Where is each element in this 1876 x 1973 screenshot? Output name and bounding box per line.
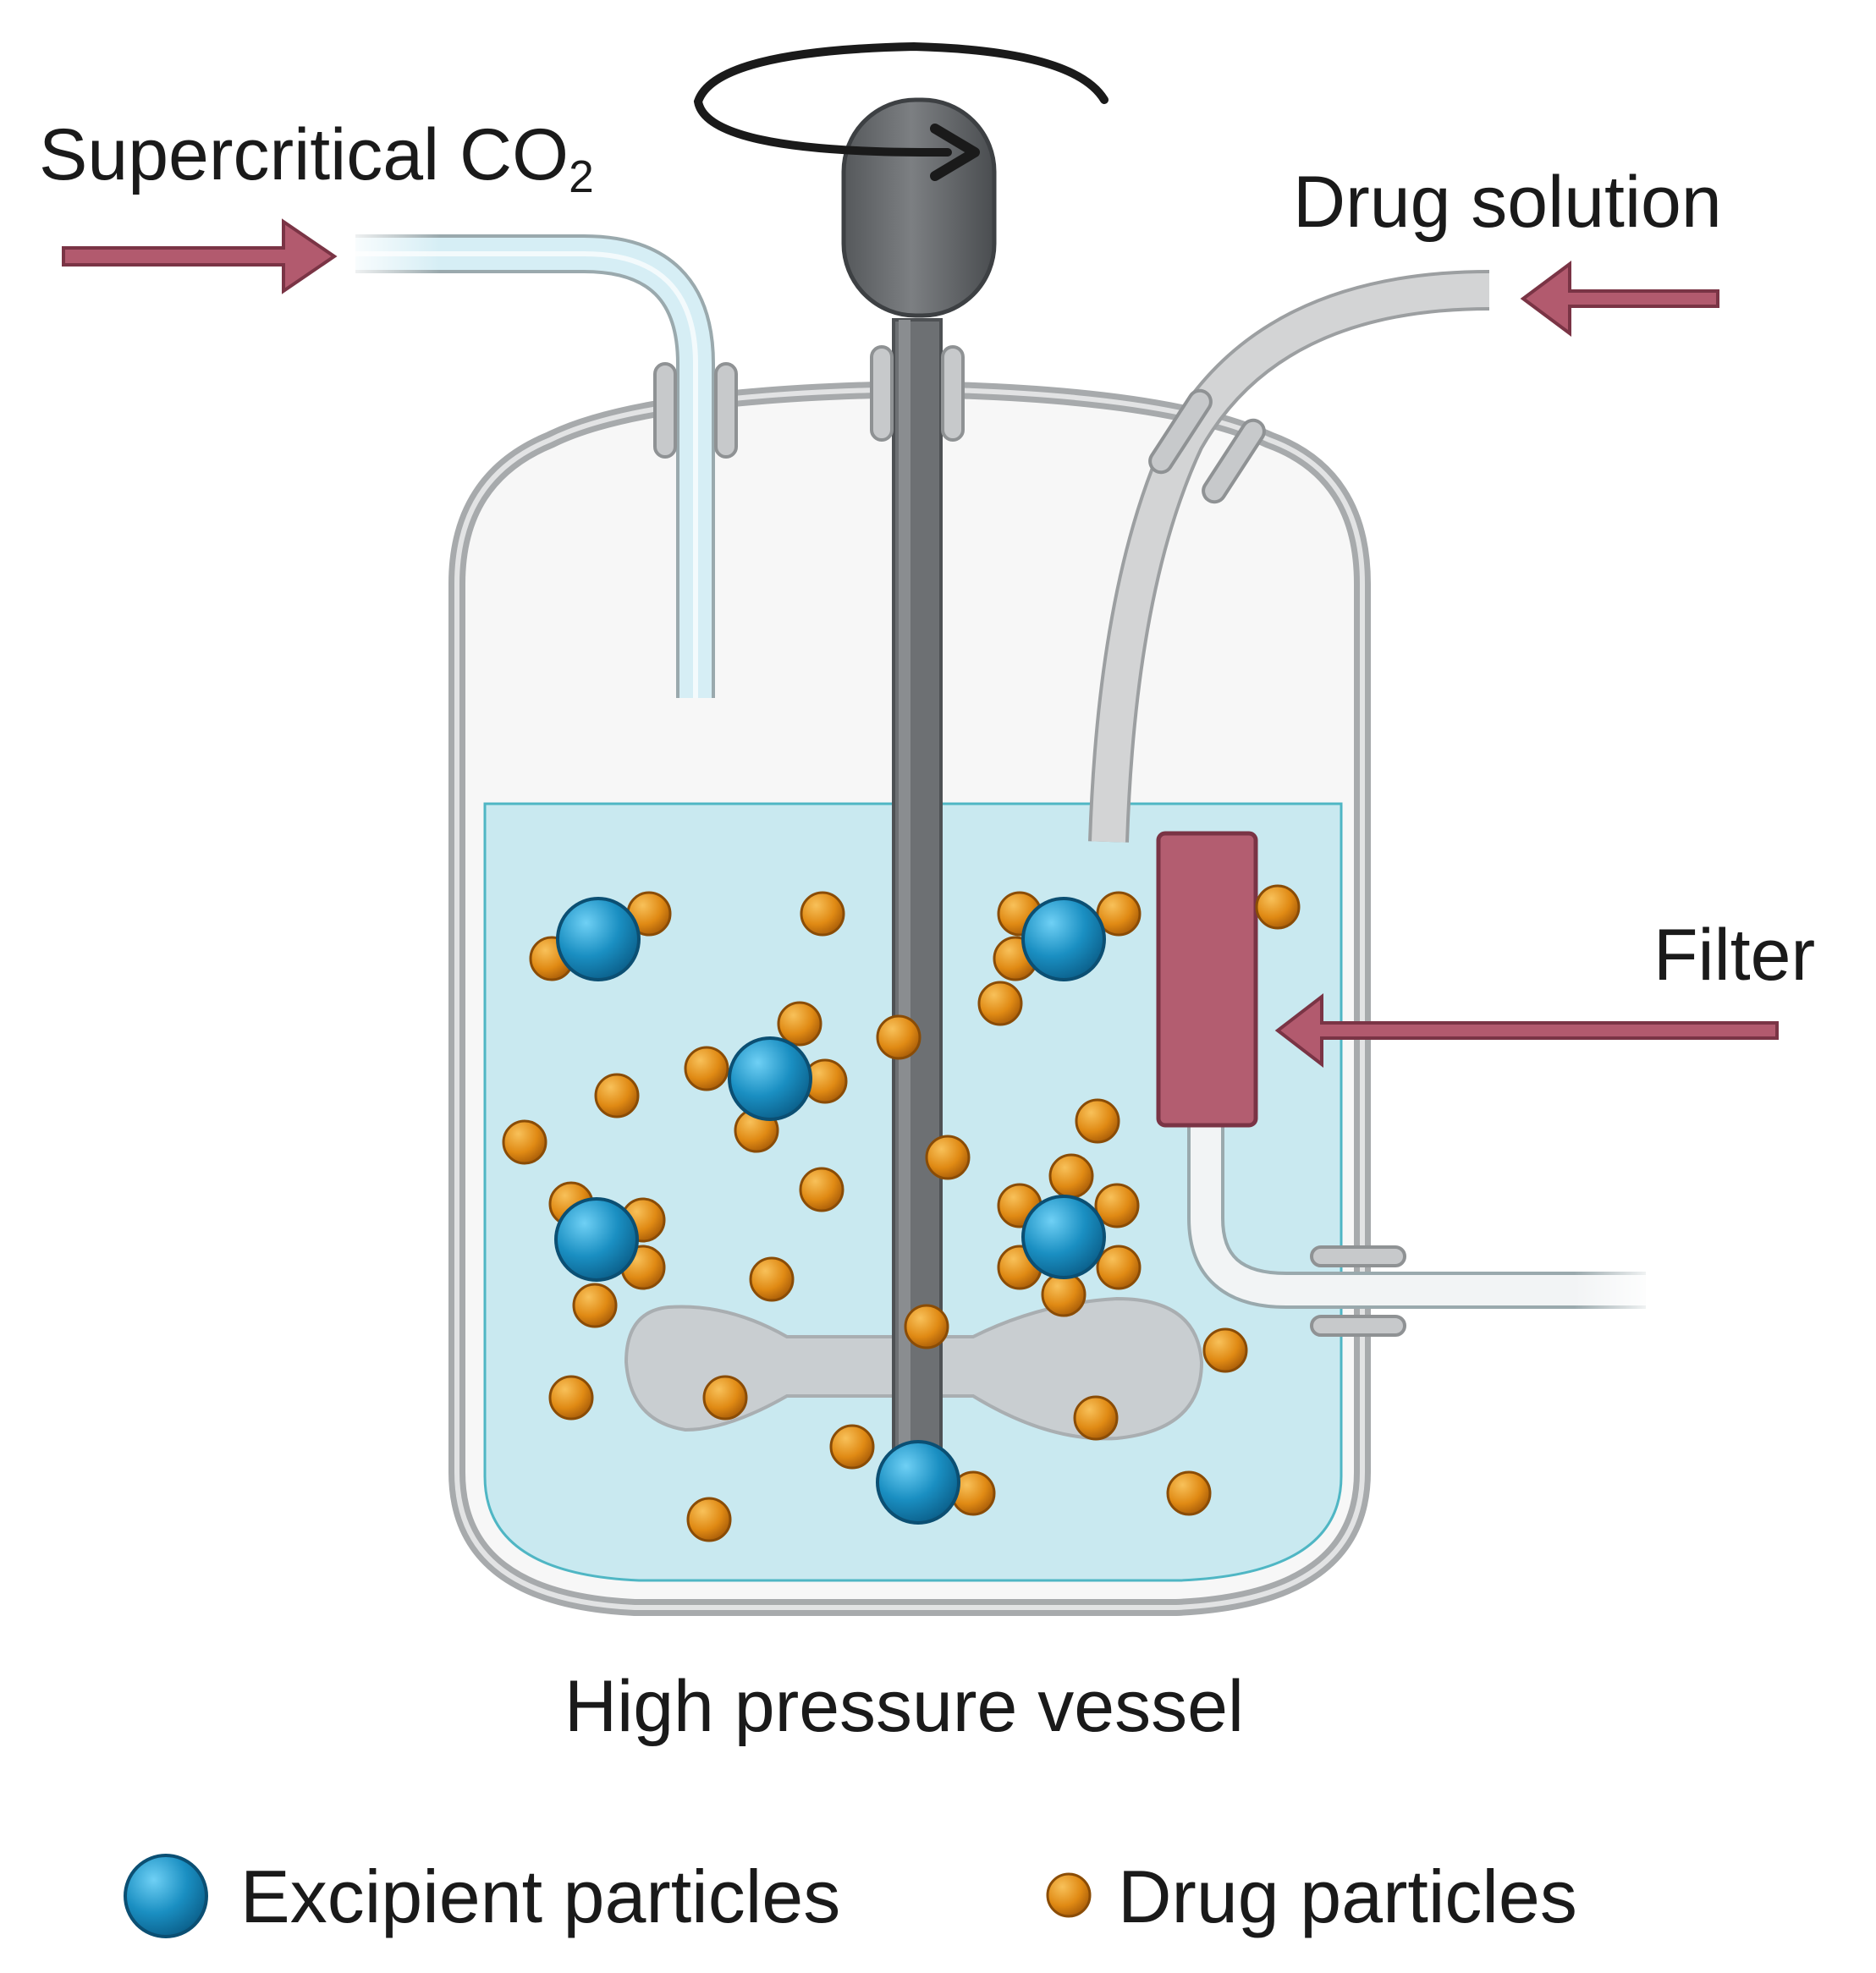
drug-particle	[1094, 1183, 1140, 1228]
co2-tube	[338, 228, 738, 698]
co2-subscript: 2	[569, 151, 594, 202]
drug-particle	[876, 1014, 921, 1060]
excipient-particle	[554, 1197, 639, 1282]
drug-particle	[1073, 1395, 1119, 1441]
drug-particle	[1041, 1272, 1087, 1317]
drug-particle	[829, 1424, 875, 1470]
vessel-inner-line	[454, 386, 1365, 1610]
drug-particle	[904, 1304, 949, 1349]
drug-particle	[777, 1001, 822, 1047]
legend-drug-icon	[1046, 1872, 1092, 1918]
drug-particle	[1075, 1098, 1120, 1144]
motor-cap	[841, 97, 997, 318]
legend-excipient-label: Excipient particles	[240, 1855, 841, 1938]
legend-drug-label: Drug particles	[1118, 1855, 1577, 1938]
drug-particle	[548, 1375, 594, 1421]
drug-particle	[1166, 1470, 1212, 1516]
filter-arrow-icon	[1274, 992, 1779, 1069]
rotation-arrow-icon	[693, 41, 1109, 181]
drug-particle	[977, 981, 1023, 1026]
legend-excipient-icon	[124, 1854, 208, 1938]
filter	[1156, 831, 1258, 1128]
drug-solution-label: Drug solution	[1293, 162, 1722, 243]
excipient-particle	[728, 1036, 812, 1121]
drug-particle	[684, 1046, 729, 1091]
drug-particle	[686, 1497, 732, 1542]
drug-particle	[1202, 1327, 1248, 1373]
drug-particle	[702, 1375, 748, 1421]
co2-inlet-arrow-icon	[62, 218, 338, 294]
excipient-particle	[556, 897, 641, 981]
drug-solution-tube	[1088, 270, 1490, 843]
excipient-particle	[1021, 1195, 1106, 1279]
drug-particle	[572, 1283, 618, 1328]
excipient-particle	[876, 1440, 960, 1525]
drug-particle	[799, 1167, 844, 1212]
drug-particle	[1096, 1245, 1142, 1290]
particles	[502, 884, 1301, 1542]
drug-particle	[594, 1073, 640, 1118]
vessel-label: High pressure vessel	[564, 1666, 1245, 1747]
drug-particle	[502, 1119, 547, 1165]
outlet-tube	[1187, 1117, 1659, 1337]
supercritical-co2-label: Supercritical CO2	[39, 114, 594, 202]
drug-particle	[800, 891, 845, 937]
drug-inlet-arrow-icon	[1520, 261, 1719, 337]
drug-particle	[1048, 1153, 1094, 1199]
drug-particle	[1255, 884, 1301, 930]
excipient-particle	[1021, 897, 1106, 981]
drug-particle	[749, 1256, 795, 1302]
drug-particle	[925, 1135, 971, 1180]
filter-label: Filter	[1653, 915, 1816, 996]
arrows	[62, 218, 1779, 1069]
stirrer	[624, 97, 1204, 1489]
